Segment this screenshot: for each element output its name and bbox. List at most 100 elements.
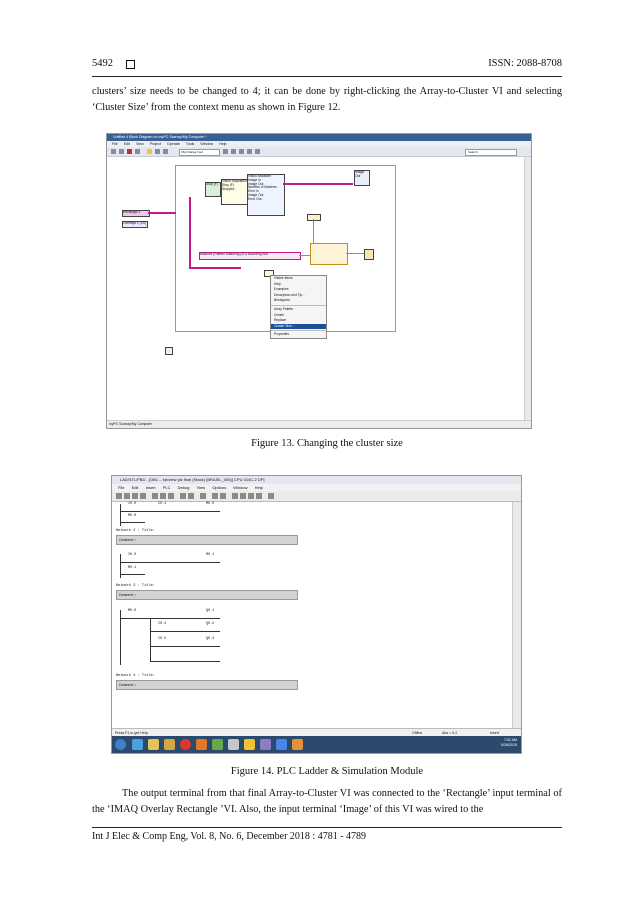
context-menu-item[interactable]: Examples [274,287,289,292]
network-comment[interactable]: Comment: [116,535,298,545]
reorder-icon[interactable] [247,149,252,154]
app-icon[interactable] [292,739,303,750]
start-icon[interactable] [115,739,126,750]
vertical-scrollbar[interactable] [512,502,521,728]
search-input[interactable]: Search [465,149,517,156]
menu-item[interactable]: Debug [177,485,190,490]
menu-item[interactable]: Project [149,142,161,146]
zoom-icon[interactable] [220,493,226,499]
menu-item[interactable]: Edit [123,142,130,146]
contact-icon[interactable] [240,493,246,499]
media-icon[interactable] [164,739,175,750]
cut-icon[interactable] [152,493,158,499]
vision-assistant-block[interactable]: Vision Assistant Image In Image Out Numb… [247,174,285,216]
menu-separator [271,304,326,306]
highlight-icon[interactable] [147,149,152,154]
abort-icon[interactable] [127,149,132,154]
menu-item[interactable]: Help [219,142,227,146]
context-menu-item[interactable]: Array Palette [274,306,294,311]
menu-item[interactable]: PLC [162,485,171,490]
context-menu[interactable]: Visible Items Help Examples Description … [270,275,327,339]
save-icon[interactable] [132,493,138,499]
menu-item[interactable]: File [118,485,125,490]
ladder-editor[interactable]: I0.0 I0.1 M0.0 M0.0 Network 2 : Title: C… [112,502,512,728]
firefox-icon[interactable] [196,739,207,750]
open-icon[interactable] [124,493,130,499]
menu-item[interactable]: File [112,142,118,146]
paste-icon[interactable] [168,493,174,499]
contact-label: M0.0 [128,514,137,518]
context-menu-item[interactable]: Replace [274,318,287,323]
block-diagram[interactable]: Image Out Stop (F) Vision Acquisition St… [107,157,525,421]
menu-item[interactable]: View [136,142,144,146]
menu-item[interactable]: Window [233,485,248,490]
copy-icon[interactable] [160,493,166,499]
menu-item[interactable]: Insert [145,485,156,490]
context-menu-item[interactable]: Create [274,312,284,317]
menu-item[interactable]: Options [212,485,227,490]
chrome-icon[interactable] [180,739,191,750]
branch-icon[interactable] [256,493,262,499]
image-out-indicator[interactable]: Image Out [354,170,370,186]
new-icon[interactable] [116,493,122,499]
menu-item[interactable]: Help [254,485,263,490]
number-of-matches-node[interactable] [307,214,321,221]
print-icon[interactable] [140,493,146,499]
vision-acquisition-block[interactable]: Vision Acquisition Stop (F) Stopped [221,179,251,205]
distribute-icon[interactable] [231,149,236,154]
context-menu-item[interactable]: Description and Tip... [274,292,305,297]
menu-item[interactable]: View [196,485,206,490]
resize-icon[interactable] [239,149,244,154]
overlay-constant[interactable]: Overlays 1 (Ch) [122,221,148,228]
branch-rail [150,618,151,662]
stop-control[interactable]: Stop (F) [205,182,221,197]
network-comment[interactable]: Comment: [116,680,298,690]
power-rail [120,554,121,578]
context-menu-item[interactable]: Breakpoint [274,298,290,303]
rectangle-constant[interactable]: Rectangle 1 [122,210,150,217]
context-menu-item[interactable]: Properties [274,332,290,337]
contact-label: M0.1 [128,566,137,570]
menu-item[interactable]: Window [200,142,214,146]
array-to-cluster-nodes[interactable] [310,243,348,265]
run-icon[interactable] [111,149,116,154]
app-icon[interactable] [260,739,271,750]
menu-item[interactable]: Edit [131,485,139,490]
overview-icon[interactable] [212,493,218,499]
step-icon[interactable] [155,149,160,154]
app-icon[interactable] [212,739,223,750]
window-title: LAD/STL/FBD - [OB1 -- fabview plc final … [112,476,521,484]
overlay-rectangle-node[interactable] [364,249,374,260]
context-menu-item[interactable]: Help [274,281,281,286]
status-help: Press F1 to get Help. [115,731,149,735]
monitor-icon[interactable] [200,493,206,499]
upload-icon[interactable] [188,493,194,499]
menu-item[interactable]: Tools [185,142,195,146]
run-continuous-icon[interactable] [119,149,124,154]
network-icon[interactable] [232,493,238,499]
matches-wire-label[interactable]: Matches (Pattern Matching (2D) Bounding … [199,252,301,260]
align-icon[interactable] [223,149,228,154]
index-array-node[interactable] [264,270,274,277]
help-icon[interactable] [268,493,274,499]
step-over-icon[interactable] [163,149,168,154]
network-comment[interactable]: Comment: [116,590,298,600]
labview-icon[interactable] [244,739,255,750]
coil-icon[interactable] [248,493,254,499]
image-wire [283,183,353,185]
menu-item[interactable]: Operate [166,142,180,146]
app-icon[interactable] [228,739,239,750]
step7-icon[interactable] [276,739,287,750]
cluster-size-menu-item[interactable]: Cluster Size... [271,323,326,330]
coil-label: Q0.3 [206,637,215,641]
download-icon[interactable] [180,493,186,499]
ie-icon[interactable] [132,739,143,750]
vertical-scrollbar[interactable] [524,157,531,421]
menu-bar: File Edit View Project Operate Tools Win… [107,141,531,147]
status-bar: myPC Scarray/My Computer [107,420,531,428]
context-menu-item[interactable]: Visible Items [274,276,293,280]
cleanup-icon[interactable] [255,149,260,154]
pause-icon[interactable] [135,149,140,154]
font-select[interactable]: 15pt Dialog Font [179,149,220,156]
folder-icon[interactable] [148,739,159,750]
